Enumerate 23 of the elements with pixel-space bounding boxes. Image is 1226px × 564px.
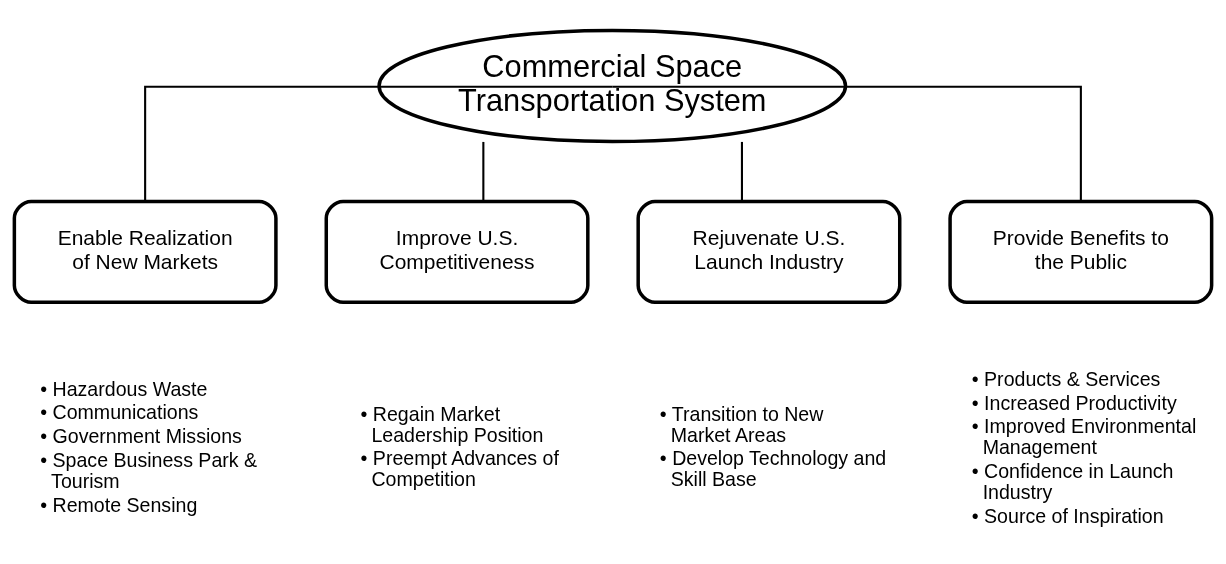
connector [612,85,1082,201]
node-label: • Regain Market Leadership Position [360,402,544,446]
node-label: • Government Missions [40,424,242,447]
node-label: • Confidence in Launch Industry [971,459,1174,503]
node-label: • Transition to New Market Areas [659,402,824,446]
node-ellipse: Commercial Space Transportation System [377,28,848,143]
connector [144,85,613,201]
node-label: • Source of Inspiration [971,504,1164,527]
node-label: • Hazardous Waste [40,377,208,400]
node-label: • Preempt Advances of Competition [360,446,559,490]
connector [482,141,485,201]
node-box: Rejuvenate U.S. Launch Industry [636,199,902,304]
node-label: • Increased Productivity [971,391,1177,413]
node-box: Improve U.S. Competitiveness [324,199,590,304]
node-label: • Space Business Park & Tourism [40,448,258,492]
node-label: • Improved Environmental Management [971,414,1197,458]
node-label: • Develop Technology and Skill Base [659,446,887,490]
connector [740,141,743,201]
node-label: • Communications [40,400,199,423]
node-label: • Remote Sensing [40,493,198,516]
node-box: Provide Benefits to the Public [948,199,1214,304]
node-box: Enable Realization of New Markets [12,199,278,304]
node-label: • Products & Services [971,367,1161,390]
